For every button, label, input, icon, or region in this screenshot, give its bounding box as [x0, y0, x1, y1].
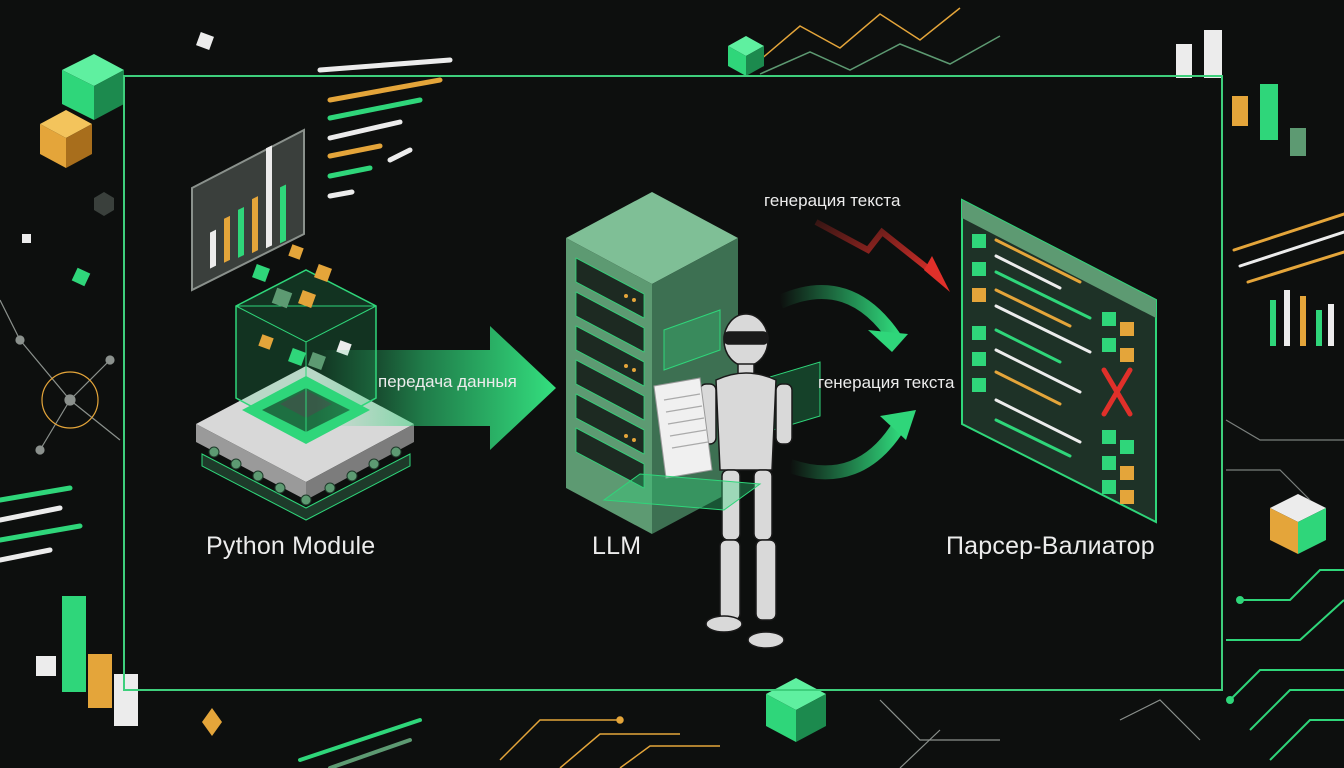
network-decor [0, 299, 121, 455]
python-module-illustration [191, 128, 414, 521]
code-lines-decor [317, 57, 453, 199]
diamond-decor [202, 708, 222, 736]
checkbox-column [972, 234, 986, 392]
monitor-chart-icon [191, 128, 305, 292]
validation-lines [994, 238, 1092, 458]
data-transfer-arrow [316, 326, 556, 450]
generation-top-label: генерация текста [764, 191, 901, 210]
cube-decor [22, 234, 31, 243]
cube-decor [40, 110, 92, 168]
cube-decor [728, 36, 764, 76]
server-racks [575, 257, 645, 489]
status-marks-column [1102, 312, 1134, 504]
generation-mid-label: генерация текста [818, 373, 955, 392]
paper-document-icon [653, 377, 713, 479]
cube-decor [766, 678, 826, 742]
code-lines-decor [1232, 212, 1344, 284]
code-lines-decor [0, 485, 83, 563]
cube-decor [1270, 494, 1326, 554]
circuit-decor [499, 716, 720, 768]
hexagon-decor [94, 192, 114, 216]
cube-decor [71, 267, 91, 287]
main-frame [123, 75, 1223, 691]
background-decor [0, 7, 1344, 768]
bar-chart-decor [1270, 290, 1334, 346]
circuit-decor [879, 699, 1201, 768]
parser-validator-panel [961, 198, 1157, 524]
bar-chart-decor [36, 596, 138, 726]
server-lights [624, 294, 636, 442]
error-zigzag-arrow [814, 219, 950, 292]
line-chart-decor [759, 7, 1001, 75]
robot-illustration [602, 309, 821, 649]
holo-panel-left [663, 309, 721, 371]
error-x-icon [1101, 367, 1133, 417]
circuit-decor [1225, 419, 1344, 501]
parser-validator-label: Парсер-Валиатор [946, 532, 1155, 560]
holo-keyboard-icon [602, 473, 762, 511]
llm-label: LLM [592, 532, 642, 560]
generation-loop-arrows [777, 284, 916, 480]
python-module-label: Python Module [206, 532, 376, 560]
cube-decor [62, 54, 124, 120]
bar-chart-decor [1176, 30, 1306, 156]
code-lines-decor [298, 718, 422, 768]
cube-decor [196, 32, 214, 50]
data-transfer-label: передача данныя [378, 372, 517, 391]
circuit-decor [1226, 569, 1344, 761]
